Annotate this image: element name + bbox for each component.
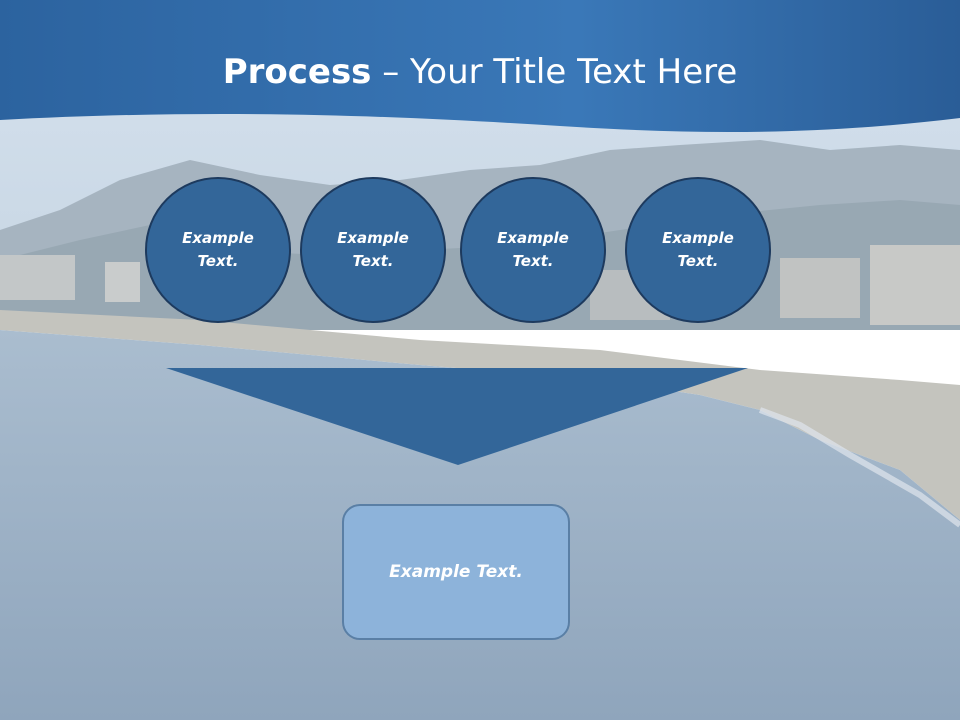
process-step-circle-3: Example Text. <box>460 177 606 323</box>
process-step-circle-1: Example Text. <box>145 177 291 323</box>
process-step-label: Example Text. <box>662 229 734 270</box>
process-step-label: Example Text. <box>182 229 254 270</box>
process-step-circle-2: Example Text. <box>300 177 446 323</box>
title-bold-part: Process <box>222 52 372 92</box>
result-box: Example Text. <box>342 504 570 640</box>
process-step-label: Example Text. <box>337 229 409 270</box>
process-step-circle-4: Example Text. <box>625 177 771 323</box>
result-label: Example Text. <box>389 562 523 582</box>
title-rest-part: – Your Title Text Here <box>371 52 738 92</box>
process-step-label: Example Text. <box>497 229 569 270</box>
slide-title: Process – Your Title Text Here <box>0 52 960 92</box>
